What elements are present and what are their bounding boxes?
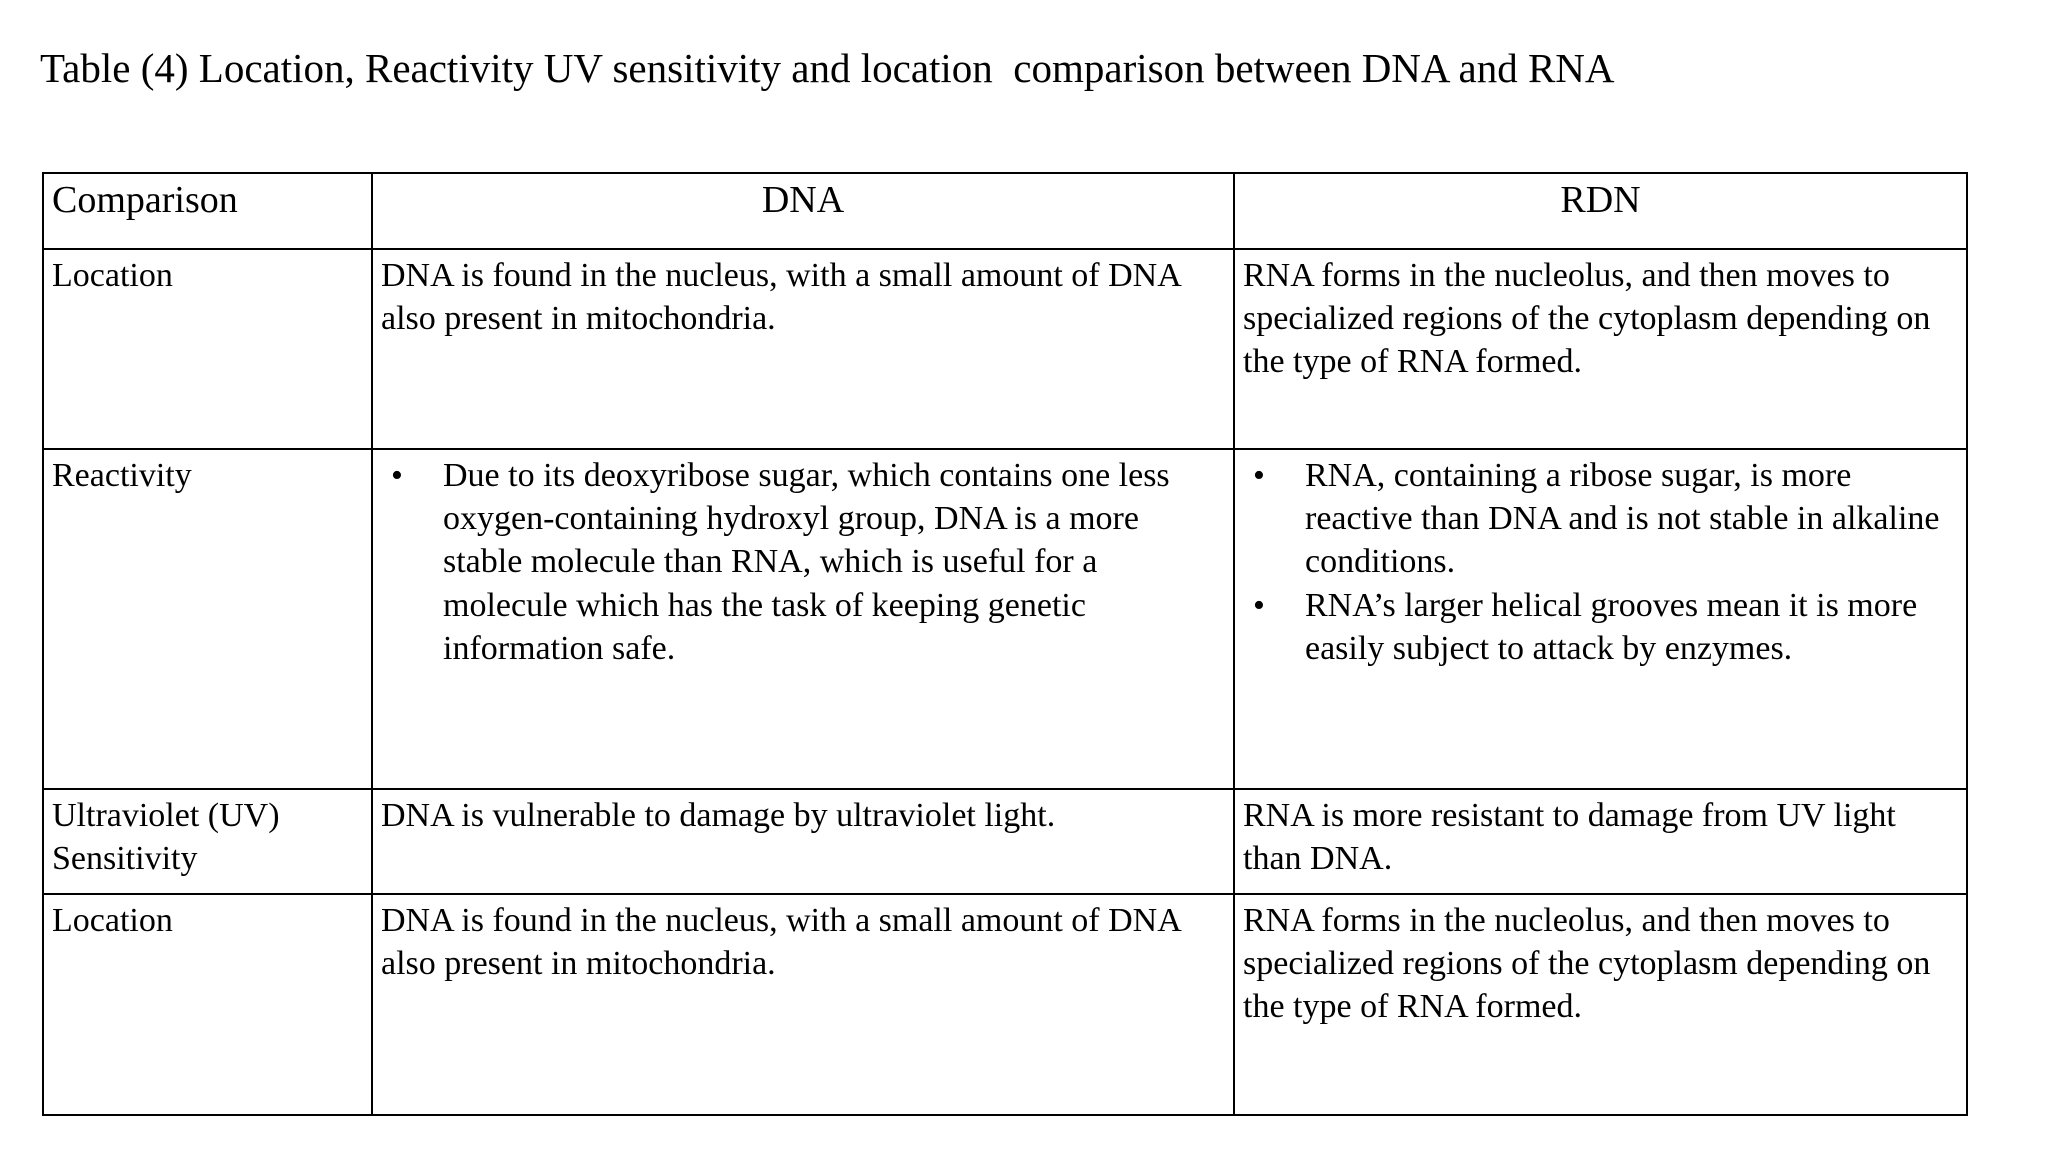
row-dna-text: DNA is vulnerable to damage by ultraviol… [381,797,1056,834]
list-item: • RNA’s larger helical grooves mean it i… [1243,584,1958,670]
table-row: Reactivity • Due to its deoxyribose suga… [42,448,1968,790]
header-label-dna: DNA [761,179,845,221]
rdn-bullet-list: • RNA, containing a ribose sugar, is mor… [1243,454,1958,670]
table-header-row: Comparison DNA RDN [42,172,1968,250]
row-rdn-cell: RNA is more resistant to damage from UV … [1233,788,1968,895]
row-dna-cell: DNA is found in the nucleus, with a smal… [371,893,1235,1116]
table-row: Location DNA is found in the nucleus, wi… [42,248,1968,450]
row-label-cell: Location [42,893,373,1116]
row-label: Location [52,902,173,939]
bullet-icon: • [391,457,403,494]
table-row: Location DNA is found in the nucleus, wi… [42,893,1968,1116]
row-rdn-cell: • RNA, containing a ribose sugar, is mor… [1233,448,1968,790]
header-label-comparison: Comparison [52,179,238,221]
row-dna-text: DNA is found in the nucleus, with a smal… [381,902,1180,983]
list-item: • RNA, containing a ribose sugar, is mor… [1243,454,1958,584]
row-rdn-text: RNA is more resistant to damage from UV … [1243,797,1896,878]
row-dna-text: DNA is found in the nucleus, with a smal… [381,257,1180,338]
header-cell-dna: DNA [371,172,1235,250]
header-cell-rdn: RDN [1233,172,1968,250]
row-rdn-cell: RNA forms in the nucleolus, and then mov… [1233,248,1968,450]
bullet-icon: • [1253,457,1265,494]
row-label-cell: Ultraviolet (UV) Sensitivity [42,788,373,895]
row-rdn-text: RNA forms in the nucleolus, and then mov… [1243,902,1931,1026]
row-label: Ultraviolet (UV) Sensitivity [52,797,280,878]
header-label-rdn: RDN [1560,179,1641,221]
table-row: Ultraviolet (UV) Sensitivity DNA is vuln… [42,788,1968,895]
list-item-text: Due to its deoxyribose sugar, which cont… [443,457,1170,667]
row-label-cell: Reactivity [42,448,373,790]
table-caption: Table (4) Location, Reactivity UV sensit… [40,45,1615,91]
row-label: Reactivity [52,457,192,494]
header-cell-comparison: Comparison [42,172,373,250]
row-rdn-text: RNA forms in the nucleolus, and then mov… [1243,257,1931,381]
bullet-icon: • [1253,586,1265,624]
row-dna-cell: DNA is vulnerable to damage by ultraviol… [371,788,1235,895]
row-dna-cell: • Due to its deoxyribose sugar, which co… [371,448,1235,790]
list-item-text: RNA, containing a ribose sugar, is more … [1305,457,1940,581]
list-item: • Due to its deoxyribose sugar, which co… [381,454,1225,670]
row-label-cell: Location [42,248,373,450]
list-item-text: RNA’s larger helical grooves mean it is … [1305,586,1918,667]
dna-rna-comparison-table: Comparison DNA RDN Location DNA is found… [42,172,1968,1116]
dna-bullet-list: • Due to its deoxyribose sugar, which co… [381,454,1225,670]
row-rdn-cell: RNA forms in the nucleolus, and then mov… [1233,893,1968,1116]
row-label: Location [52,257,173,294]
row-dna-cell: DNA is found in the nucleus, with a smal… [371,248,1235,450]
